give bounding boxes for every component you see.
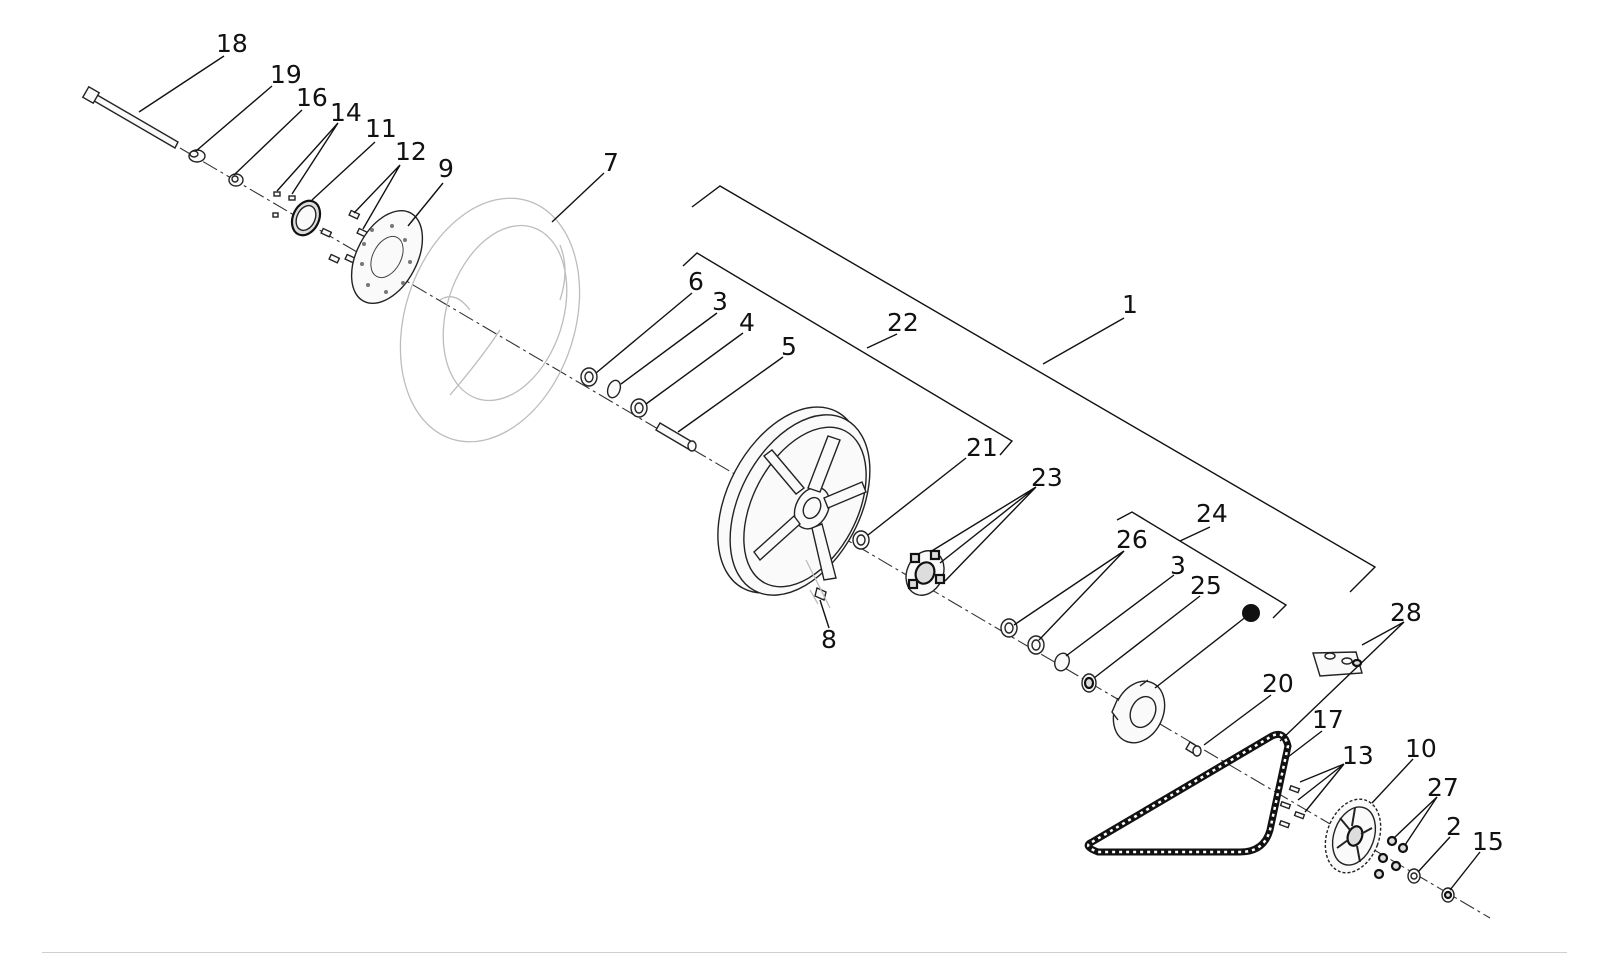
bracket-assembly-24	[1116, 511, 1288, 619]
label-14: 14	[330, 98, 362, 127]
leader-lines	[138, 55, 1481, 891]
pins-14-part	[272, 191, 296, 218]
bracket-assembly-22	[682, 252, 1014, 456]
footer-divider	[42, 952, 1567, 953]
nuts-27-part	[1373, 835, 1409, 880]
label-9: 9	[438, 154, 454, 183]
bracket-assembly-1	[691, 185, 1377, 593]
ring-11-part	[290, 199, 322, 237]
filled-dot-marker	[1242, 604, 1260, 622]
label-27: 27	[1427, 773, 1459, 802]
spacer-tube-5-part	[655, 422, 697, 452]
label-4: 4	[739, 308, 755, 337]
label-6: 6	[688, 267, 704, 296]
label-5: 5	[781, 332, 797, 361]
spacer-20-part	[1185, 741, 1202, 757]
sprocket-carrier-part	[1111, 679, 1166, 744]
label-21: 21	[966, 433, 998, 462]
label-23: 23	[1031, 463, 1063, 492]
label-16: 16	[296, 83, 328, 112]
label-17: 17	[1312, 705, 1344, 734]
wheel-rim-part	[717, 406, 871, 596]
label-24: 24	[1196, 499, 1228, 528]
washer-2-part	[1407, 868, 1421, 884]
label-10: 10	[1405, 734, 1437, 763]
nut-15-part	[1441, 887, 1455, 903]
label-18: 18	[216, 29, 248, 58]
chain-part	[1084, 730, 1292, 856]
label-19: 19	[270, 60, 302, 89]
label-15: 15	[1472, 827, 1504, 856]
label-12: 12	[395, 137, 427, 166]
axle-bolt-part	[81, 85, 179, 149]
master-link-28-part	[1312, 651, 1363, 677]
oring-3-part	[606, 379, 622, 399]
label-1: 1	[1122, 290, 1138, 319]
label-11: 11	[365, 114, 397, 143]
label-3b: 3	[1170, 551, 1186, 580]
label-20: 20	[1262, 669, 1294, 698]
rear-sprocket-part	[1324, 798, 1382, 874]
pins-13-part	[1278, 784, 1306, 829]
label-3: 3	[712, 287, 728, 316]
valve-8-part	[805, 559, 831, 609]
seal-25-part	[1081, 673, 1097, 693]
bearing-21-part	[852, 530, 870, 550]
label-2: 2	[1446, 812, 1462, 841]
oring-3b-part	[1054, 652, 1070, 672]
spacer-16-part	[228, 173, 244, 187]
spacer-19-part	[188, 149, 206, 163]
brake-disc-part	[350, 209, 424, 305]
label-22: 22	[887, 308, 919, 337]
bearings-26-part	[1000, 618, 1045, 655]
label-28: 28	[1390, 598, 1422, 627]
label-7: 7	[603, 148, 619, 177]
label-26: 26	[1116, 525, 1148, 554]
label-13: 13	[1342, 741, 1374, 770]
cush-drive-23-part	[905, 549, 946, 596]
label-8: 8	[821, 625, 837, 654]
bearing-4-part	[630, 398, 648, 418]
label-25: 25	[1190, 571, 1222, 600]
tire-part	[399, 197, 581, 443]
bearing-6-part	[580, 367, 598, 387]
